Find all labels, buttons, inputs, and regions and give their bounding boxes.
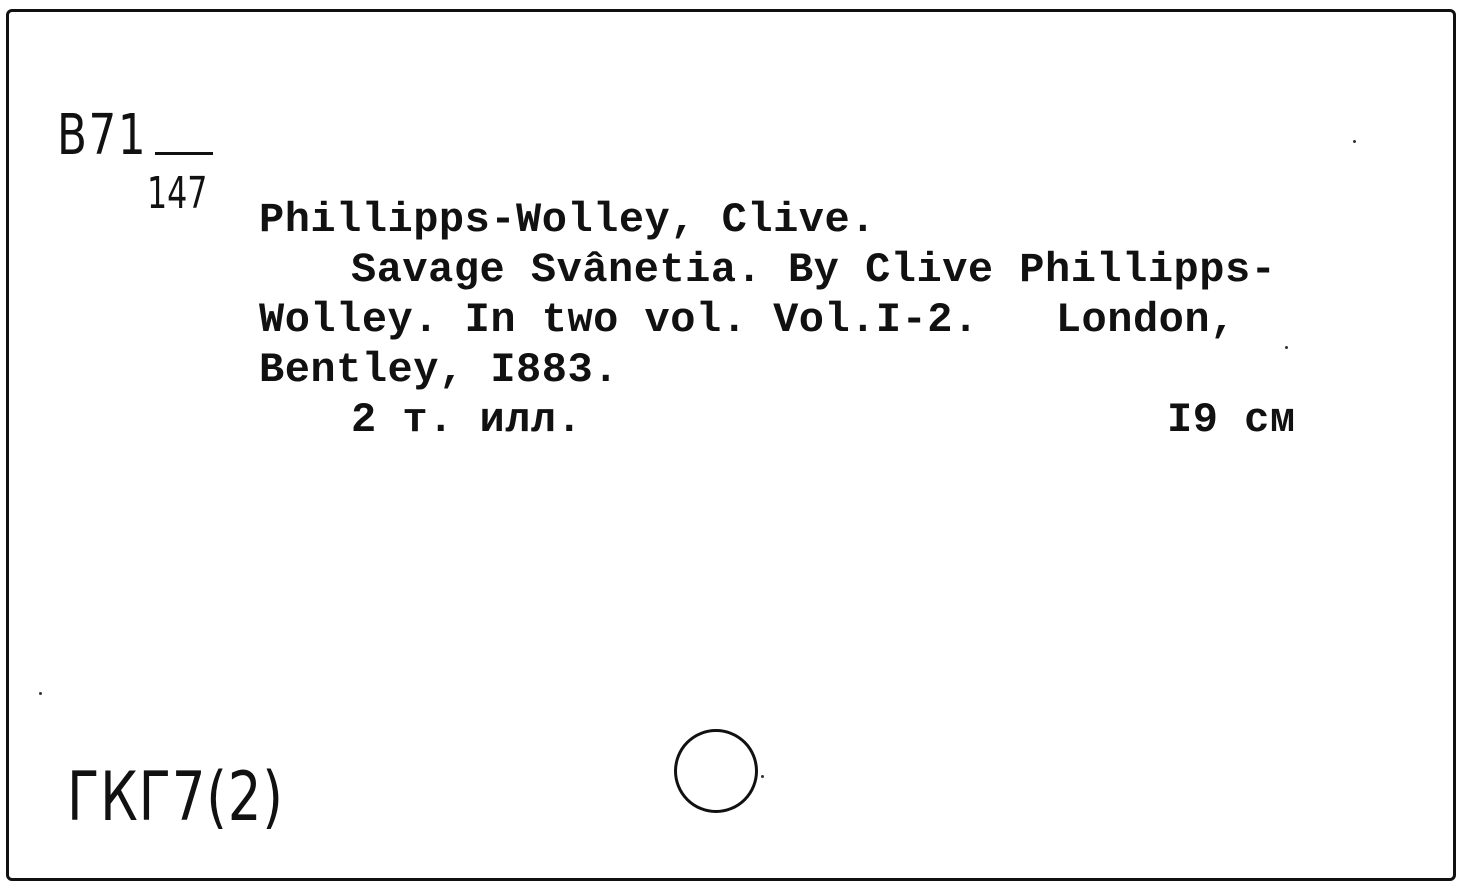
publication-statement: Wolley. In two vol. Vol.I-2. London, [259,296,1236,344]
call-number-sub: 147 [147,168,208,219]
physical-size: I9 см [1167,396,1296,444]
call-number-divider [155,152,213,155]
title-statement: Savage Svânetia. By Clive Phillipps- [351,246,1277,294]
speck [761,775,764,778]
catalog-card: B71 147 Phillipps-Wolley, Clive. Savage … [6,9,1456,881]
punch-hole-icon [674,729,758,813]
speck [39,692,42,695]
publisher-statement: Bentley, I883. [259,346,619,394]
author-heading: Phillipps-Wolley, Clive. [259,196,876,244]
speck [1285,346,1288,349]
shelf-mark: ГКГ7(2) [67,758,284,837]
speck [1353,140,1356,143]
call-number-main: B71 [57,103,148,168]
physical-extent: 2 т. илл. [351,396,583,444]
